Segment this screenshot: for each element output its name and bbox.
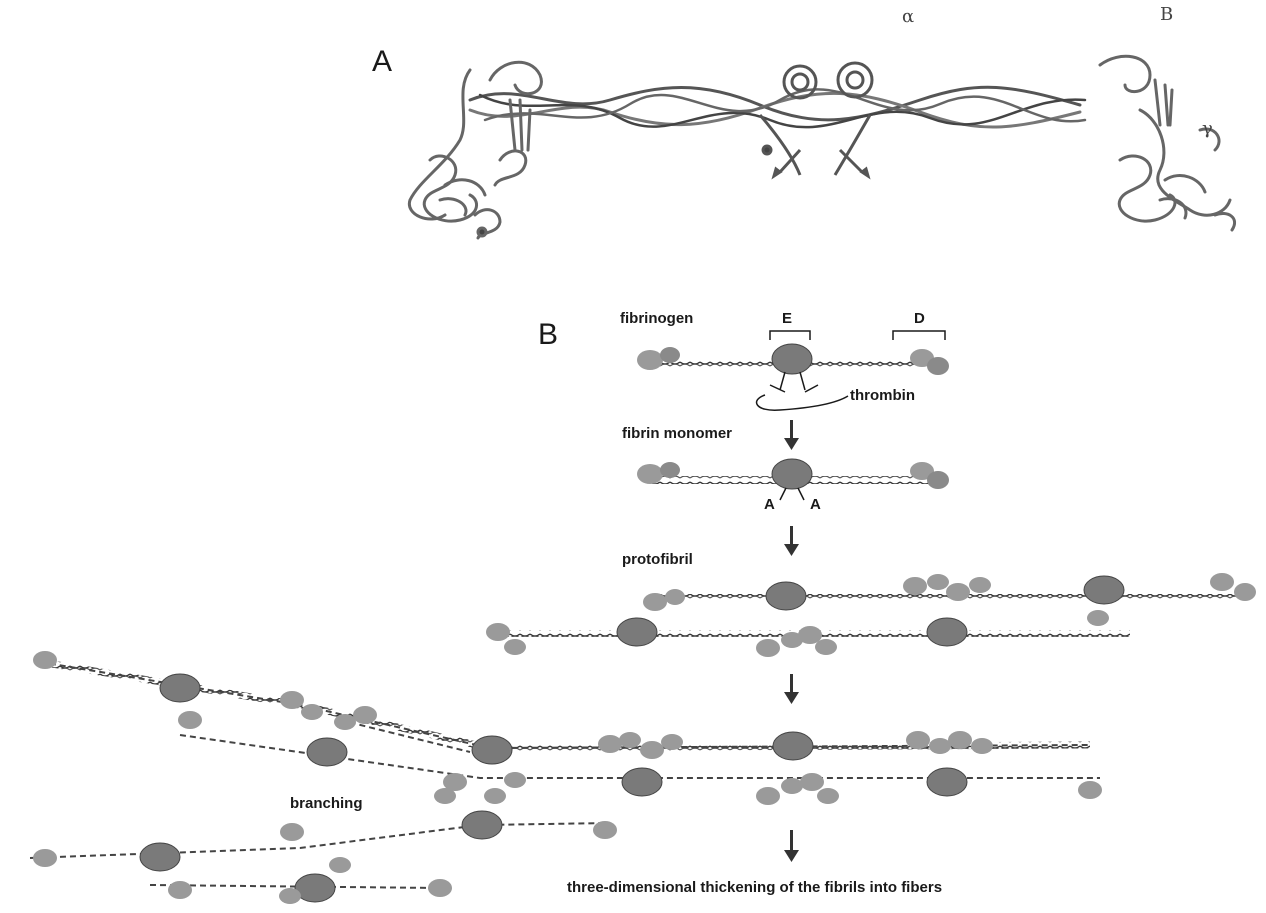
e-domain-label: E	[782, 310, 792, 327]
branching-label: branching	[290, 795, 363, 812]
branched-fibril-network	[30, 651, 1102, 904]
arrow-to-branching	[784, 674, 799, 704]
knob-a-left-label: A	[764, 496, 775, 513]
fibrin-monomer-label: fibrin monomer	[622, 425, 732, 442]
arrow-to-protofibril	[784, 526, 799, 556]
thrombin-cleavage	[757, 372, 848, 410]
left-d-region	[409, 62, 541, 238]
knob-a-right-label: A	[810, 496, 821, 513]
fibrinogen-label: fibrinogen	[620, 310, 693, 327]
panel-a-label: A	[372, 45, 392, 79]
d-domain-bracket	[893, 331, 945, 340]
right-d-region	[1100, 56, 1235, 230]
alpha-chain-label: α	[902, 6, 914, 27]
beta-chain-label: B	[1160, 4, 1173, 25]
panel-b-polymerization	[30, 331, 1256, 904]
protofibril-label: protofibril	[622, 551, 693, 568]
d-domain-label: D	[914, 310, 925, 327]
final-stage-label: three-dimensional thickening of the fibr…	[567, 879, 942, 896]
protofibril-assembly	[486, 573, 1256, 657]
thrombin-label: thrombin	[850, 387, 915, 404]
fibrinogen-molecule	[637, 344, 949, 375]
gamma-chain-label: γ	[1202, 118, 1213, 139]
panel-b-label: B	[538, 318, 558, 352]
coiled-coil-strands	[470, 87, 1085, 127]
fibrin-monomer-molecule	[637, 459, 949, 500]
arrow-to-fibers	[784, 830, 799, 862]
e-domain-bracket	[770, 331, 810, 340]
panel-a-ribbon-structure	[409, 56, 1234, 238]
arrow-to-monomer	[784, 420, 799, 450]
